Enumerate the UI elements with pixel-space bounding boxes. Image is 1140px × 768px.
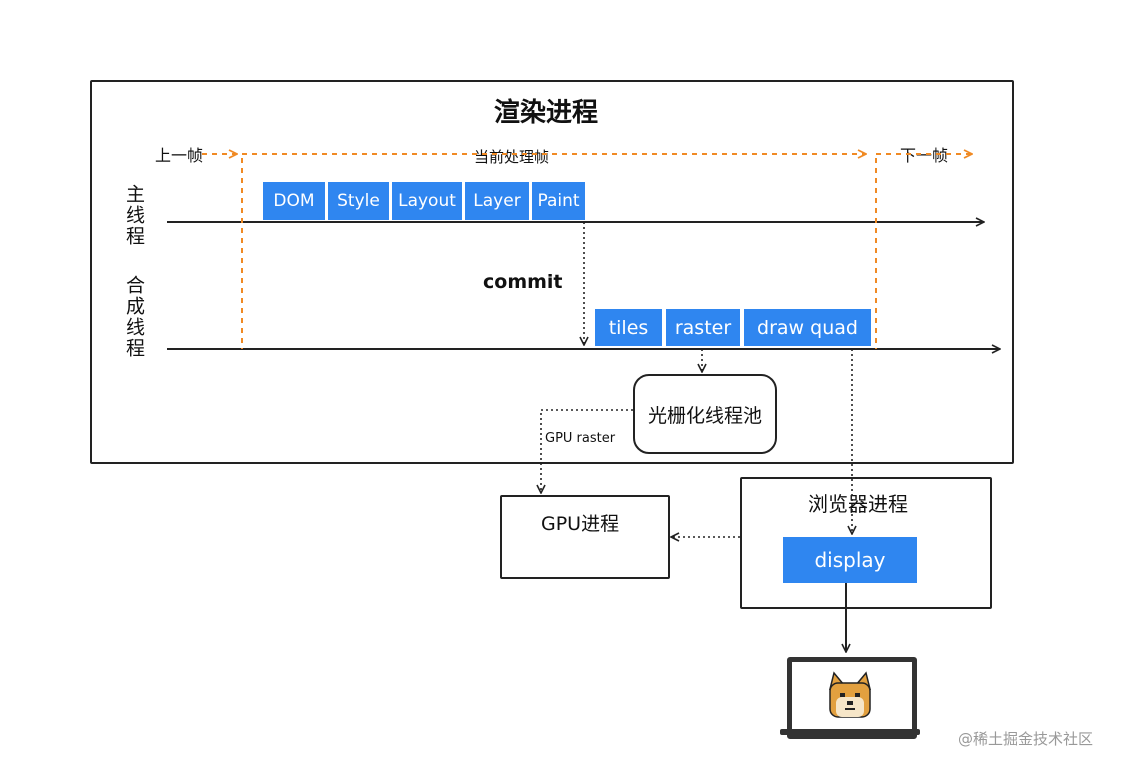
commit-label: commit (483, 271, 563, 293)
doge-icon (828, 671, 872, 718)
gpu-raster-label: GPU raster (545, 431, 616, 446)
main-thread-label: 主线程 (123, 184, 145, 247)
current-frame-label: 当前处理帧 (474, 148, 550, 166)
gpu-process-label: GPU进程 (541, 513, 620, 535)
display-block: display (783, 537, 917, 583)
step-draw-quad: draw quad (744, 309, 871, 346)
render-process-title: 渲染进程 (494, 98, 599, 128)
step-style: Style (328, 182, 389, 220)
monitor-base (780, 729, 920, 735)
gpu-process-box (500, 495, 670, 579)
frame-markers (202, 154, 972, 349)
next-frame-label: 下一帧 (900, 146, 949, 165)
step-tiles: tiles (595, 309, 662, 346)
step-layout: Layout (392, 182, 462, 220)
monitor (787, 657, 917, 739)
browser-process-label: 浏览器进程 (808, 492, 908, 516)
raster-thread-pool-label: 光栅化线程池 (647, 404, 762, 427)
step-layer: Layer (465, 182, 529, 220)
step-dom: DOM (263, 182, 325, 220)
watermark: @稀土掘金技术社区 (958, 730, 1094, 748)
compositor-thread-label: 合成线程 (123, 275, 145, 359)
gpu-raster-arrow (541, 409, 633, 493)
step-paint: Paint (532, 182, 585, 220)
prev-frame-label: 上一帧 (155, 146, 204, 165)
render-process-box (90, 80, 1014, 464)
step-raster: raster (666, 309, 740, 346)
raster-thread-pool: 光栅化线程池 (633, 374, 777, 454)
browser-process-box (740, 477, 992, 609)
